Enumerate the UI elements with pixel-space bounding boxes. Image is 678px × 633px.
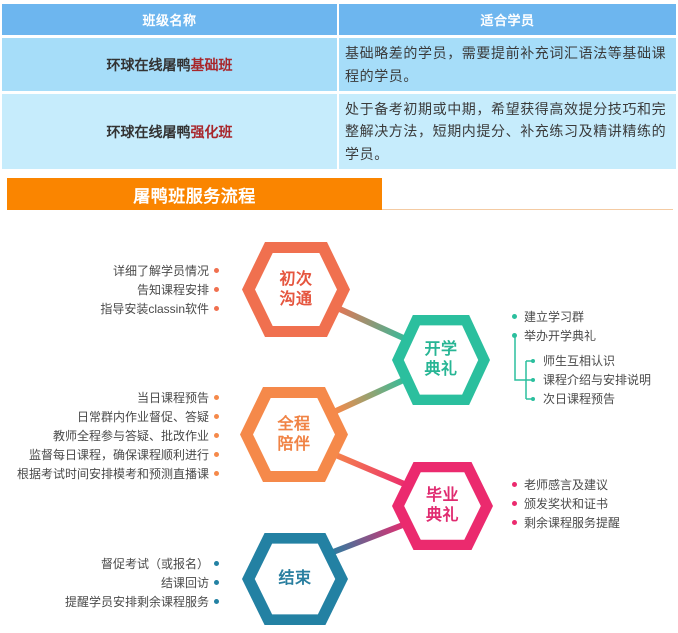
banner-divider [382,209,673,210]
bullet-icon [214,452,219,457]
sub-list-item: 课程介绍与安排说明 [531,370,651,389]
list-item-text: 监督每日课程，确保课程顺利进行 [28,448,209,462]
list-item-text: 建立学习群 [524,310,585,324]
list-item: 告知课程安排 [100,280,219,299]
step-label-line: 沟通 [279,290,313,308]
bullet-icon [512,520,517,525]
step-label-line: 开学 [424,341,458,358]
list-item: 建立学习群 [512,307,596,326]
bullet-icon [214,580,219,585]
class-type-highlight: 基础班 [190,56,233,73]
list-item-text: 督促考试（或报名） [100,557,209,571]
bullet-icon [214,599,219,604]
list-item: 结课回访 [65,573,219,592]
step-label-full-accompany: 全程 陪伴 [240,387,348,482]
connector-ending-to-graduation [326,520,410,557]
list-initial-contact: 详细了解学员情况 告知课程安排 指导安装classin软件 [100,261,219,318]
sub-list-item: 师生互相认识 [531,351,651,370]
list-item-text: 日常群内作业督促、答疑 [76,410,209,424]
list-item-text: 颁发奖状和证书 [524,497,609,511]
list-opening-ceremony: 建立学习群 举办开学典礼 [512,307,596,345]
step-label-opening-ceremony: 开学 典礼 [392,315,490,405]
list-item: 举办开学典礼 [512,326,596,345]
list-item-text: 教师全程参与答疑、批改作业 [52,429,209,443]
list-item-text: 指导安装classin软件 [100,302,209,316]
bullet-icon [512,333,517,338]
list-item-text: 告知课程安排 [136,283,209,297]
step-label-line: 结束 [278,570,312,587]
step-label-line: 初次 [279,270,313,288]
class-table: 班级名称 适合学员 环球在线屠鸭基础班 基础略差的学员，需要提前补充词汇语法等基… [2,4,676,169]
list-ending: 督促考试（或报名） 结课回访 提醒学员安排剩余课程服务 [65,554,219,611]
list-item-text: 结课回访 [160,576,209,590]
list-item-text: 老师感言及建议 [524,478,609,492]
list-item: 颁发奖状和证书 [512,494,620,513]
bullet-icon [531,396,535,401]
table-cell-suitable: 基础略差的学员，需要提前补充词汇语法等基础课程的学员。 [339,38,676,91]
step-label-ending: 结束 [242,533,348,625]
table-header-class-name: 班级名称 [2,4,337,35]
list-full-accompany: 当日课程预告 日常群内作业督促、答疑 教师全程参与答疑、批改作业 监督每日课程，… [17,388,219,483]
section-banner: 屠鸭班服务流程 [7,178,382,210]
table-cell-class-name: 环球在线屠鸭强化班 [2,94,337,169]
bullet-icon [512,314,517,319]
table-header-suitable-students: 适合学员 [339,4,676,35]
list-item: 督促考试（或报名） [65,554,219,573]
bullet-icon [512,501,517,506]
list-item: 日常群内作业督促、答疑 [17,407,219,426]
table-cell-class-name: 环球在线屠鸭基础班 [2,38,337,91]
class-name-prefix: 环球在线屠鸭 [106,56,191,73]
sub-item-bracket [514,336,532,400]
step-label-line: 毕业 [425,487,459,504]
list-item: 根据考试时间安排模考和预测直播课 [17,464,219,483]
table-cell-suitable: 处于备考初期或中期，希望获得高效提分技巧和完整解决方法，短期内提分、补充练习及精… [339,94,676,169]
list-item-text: 举办开学典礼 [524,329,597,343]
bullet-icon [531,377,535,382]
bullet-icon [214,471,219,476]
bullet-icon [214,433,219,438]
bullet-icon [214,395,219,400]
list-item: 详细了解学员情况 [100,261,219,280]
list-item: 剩余课程服务提醒 [512,513,620,532]
connector-contact-to-opening [331,303,412,344]
list-item-text: 剩余课程服务提醒 [524,516,621,530]
step-label-line: 典礼 [425,507,459,524]
list-item: 当日课程预告 [17,388,219,407]
bullet-icon [531,358,535,363]
step-label-line: 典礼 [424,361,458,378]
list-item-text: 次日课程预告 [543,392,616,406]
class-type-highlight: 强化班 [190,123,233,140]
list-item-text: 师生互相认识 [543,354,616,368]
list-item-text: 详细了解学员情况 [112,264,209,278]
bullet-icon [214,306,219,311]
list-item: 监督每日课程，确保课程顺利进行 [17,445,219,464]
class-name-prefix: 环球在线屠鸭 [106,123,191,140]
bullet-icon [214,268,219,273]
step-label-initial-contact: 初次 沟通 [242,242,350,337]
bullet-icon [214,561,219,566]
sub-list-item: 次日课程预告 [531,389,651,408]
step-label-line: 陪伴 [277,435,311,453]
list-item: 教师全程参与答疑、批改作业 [17,426,219,445]
list-item-text: 提醒学员安排剩余课程服务 [64,595,209,609]
step-label-graduation: 毕业 典礼 [392,462,493,550]
list-item-text: 课程介绍与安排说明 [543,373,652,387]
list-item: 指导安装classin软件 [100,299,219,318]
step-label-line: 全程 [277,415,311,433]
connector-accompany-to-graduation [329,450,411,489]
list-item: 提醒学员安排剩余课程服务 [65,592,219,611]
bullet-icon [214,287,219,292]
bullet-icon [214,414,219,419]
list-item-text: 根据考试时间安排模考和预测直播课 [16,467,209,481]
list-item-text: 当日课程预告 [136,391,209,405]
bullet-icon [512,482,517,487]
connector-accompany-to-opening [334,375,410,414]
list-graduation: 老师感言及建议 颁发奖状和证书 剩余课程服务提醒 [512,475,620,532]
list-item: 老师感言及建议 [512,475,620,494]
sublist-opening-ceremony: 师生互相认识 课程介绍与安排说明 次日课程预告 [531,351,651,408]
